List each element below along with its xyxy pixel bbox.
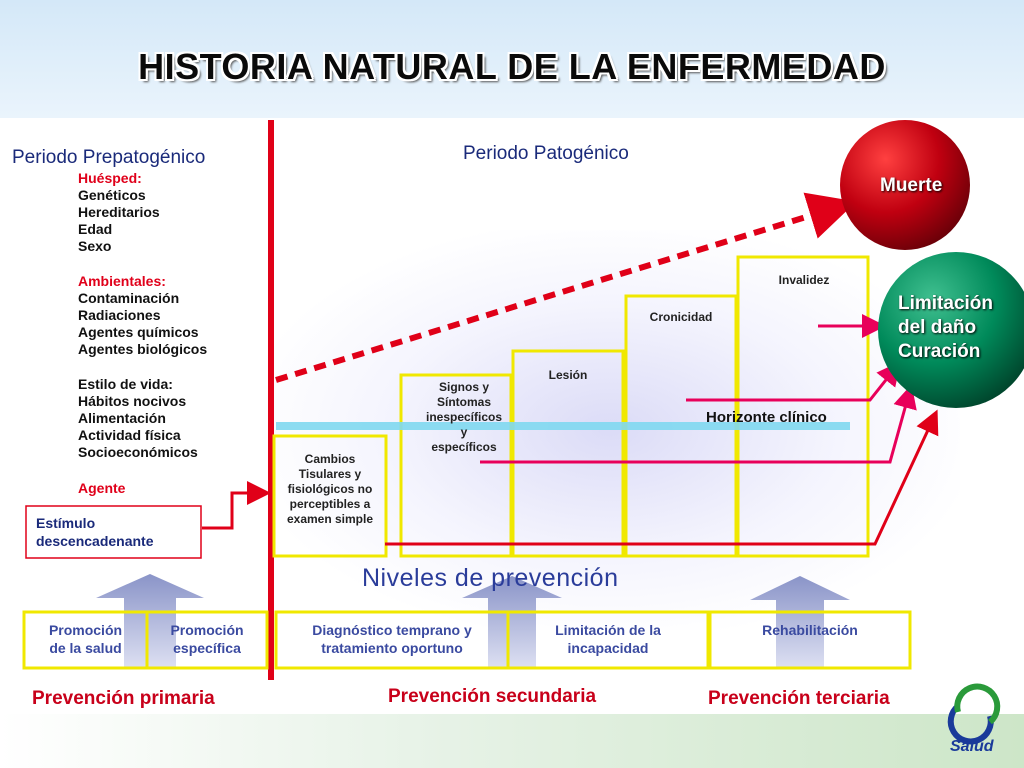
- up-arrow-primary: [96, 574, 204, 668]
- page-title: HISTORIA NATURAL DE LA ENFERMEDAD: [138, 46, 886, 87]
- prev-line: Limitación de la: [555, 622, 661, 638]
- prepatogenico-title: Periodo Prepatogénico: [12, 147, 206, 168]
- niveles-title: Niveles de prevención: [362, 564, 619, 592]
- estilo-label: Estilo de vida:: [78, 376, 173, 392]
- huesped-item: Edad: [78, 221, 113, 237]
- prev-line: incapacidad: [567, 640, 649, 656]
- death-arrow: [275, 192, 857, 383]
- prev-line: Promoción: [170, 622, 244, 638]
- prevencion-terciaria: Prevención terciaria: [708, 688, 890, 709]
- arrow-estimulo: [202, 481, 271, 530]
- prev-line: Diagnóstico temprano y: [312, 622, 472, 638]
- salud-logo-text: Salud: [950, 738, 994, 755]
- estilo-item: Actividad física: [78, 427, 181, 443]
- ambientales-item: Radiaciones: [78, 307, 161, 323]
- curacion-label: Limitación del daño Curación: [898, 292, 993, 364]
- outcome-line: Limitación: [898, 293, 994, 314]
- stage-box-2: [399, 373, 513, 558]
- huesped-list: Genéticos Hereditarios Edad Sexo: [78, 187, 160, 255]
- patogenico-title: Periodo Patogénico: [463, 143, 629, 164]
- prev-box-5: [708, 610, 912, 670]
- stage-line: inespecíficos: [425, 410, 503, 424]
- prevencion-primaria: Prevención primaria: [32, 688, 215, 709]
- muerte-label: Muerte: [880, 175, 943, 196]
- huesped-item: Genéticos: [78, 187, 146, 203]
- stage-line: perceptibles a: [289, 497, 371, 511]
- ambientales-item: Agentes químicos: [78, 324, 199, 340]
- stage-line: y: [460, 425, 468, 439]
- prev-box-4: [506, 610, 710, 670]
- estimulo-line: descencadenante: [36, 533, 154, 549]
- horizonte-line: [276, 422, 850, 430]
- prev-line: de la salud: [49, 640, 122, 656]
- stage-box-1: [272, 434, 388, 558]
- huesped-item: Sexo: [78, 238, 112, 254]
- up-arrow-tertiary: [750, 576, 850, 668]
- prev-line: tratamiento oportuno: [321, 640, 463, 656]
- curacion-sphere: [878, 252, 1024, 408]
- estimulo-line: Estímulo: [36, 515, 96, 531]
- salud-logo-icon: [947, 683, 1001, 745]
- horizonte-label: Horizonte clínico: [706, 409, 827, 426]
- footer-band: [0, 714, 1024, 768]
- period-divider: [268, 120, 274, 680]
- stage-line: Síntomas: [436, 395, 491, 409]
- stage-line: específicos: [431, 440, 497, 454]
- prev-line: específica: [173, 640, 241, 656]
- up-arrow-secondary: [462, 576, 562, 668]
- ambientales-item: Agentes biológicos: [78, 341, 208, 357]
- huesped-item: Hereditarios: [78, 204, 160, 220]
- outcome-line: del daño: [898, 317, 977, 338]
- arrow-signos: [480, 384, 917, 464]
- stage-box-5: [736, 255, 870, 558]
- estimulo-box: [25, 505, 202, 559]
- stage-label-invalidez: Invalidez: [778, 273, 830, 287]
- stage-label-signos: Signos y Síntomas inespecíficos y especí…: [408, 380, 520, 455]
- prev-box-2: [145, 610, 269, 670]
- prev-label-promocion-salud: Promoción de la salud: [24, 621, 147, 657]
- estilo-list: Estilo de vida: Hábitos nocivos Alimenta…: [78, 376, 198, 461]
- muerte-sphere: [840, 120, 970, 250]
- ambientales-list: Contaminación Radiaciones Agentes químic…: [78, 290, 207, 358]
- agente-label: Agente: [78, 480, 126, 496]
- stage-line: Cambios: [304, 452, 356, 466]
- stage-label-cronicidad: Cronicidad: [649, 310, 713, 324]
- estilo-item: Alimentación: [78, 410, 166, 426]
- estilo-item: Socioeconómicos: [78, 444, 198, 460]
- stage-label-cambios: Cambios Tisulares y fisiológicos no perc…: [274, 452, 386, 527]
- arrow-cambios: [385, 409, 939, 546]
- stage-label-lesion: Lesión: [548, 368, 588, 382]
- prev-label-diagnostico: Diagnóstico temprano y tratamiento oport…: [276, 621, 508, 657]
- huesped-label: Huésped:: [78, 170, 142, 186]
- estilo-item: Hábitos nocivos: [78, 393, 187, 409]
- stage-line: Signos y: [438, 380, 489, 394]
- stage-line: Tisulares y: [298, 467, 362, 481]
- ambientales-item: Contaminación: [78, 290, 180, 306]
- estimulo-text: Estímulo descencadenante: [36, 514, 154, 550]
- stage-line: fisiológicos no: [287, 482, 373, 496]
- stage-box-3: [511, 349, 625, 558]
- prev-line: Promoción: [48, 622, 123, 638]
- outcome-line: Curación: [898, 341, 981, 362]
- ambientales-label: Ambientales:: [78, 273, 166, 289]
- prev-label-rehabilitacion: Rehabilitación: [762, 622, 858, 638]
- arrow-lesion: [686, 361, 901, 402]
- prev-label-limitacion: Limitación de la incapacidad: [508, 621, 708, 657]
- header-band: [0, 0, 1024, 118]
- prevencion-secundaria: Prevención secundaria: [388, 686, 597, 707]
- prev-label-promocion-especifica: Promoción específica: [147, 621, 267, 657]
- stage-line: examen simple: [286, 512, 374, 526]
